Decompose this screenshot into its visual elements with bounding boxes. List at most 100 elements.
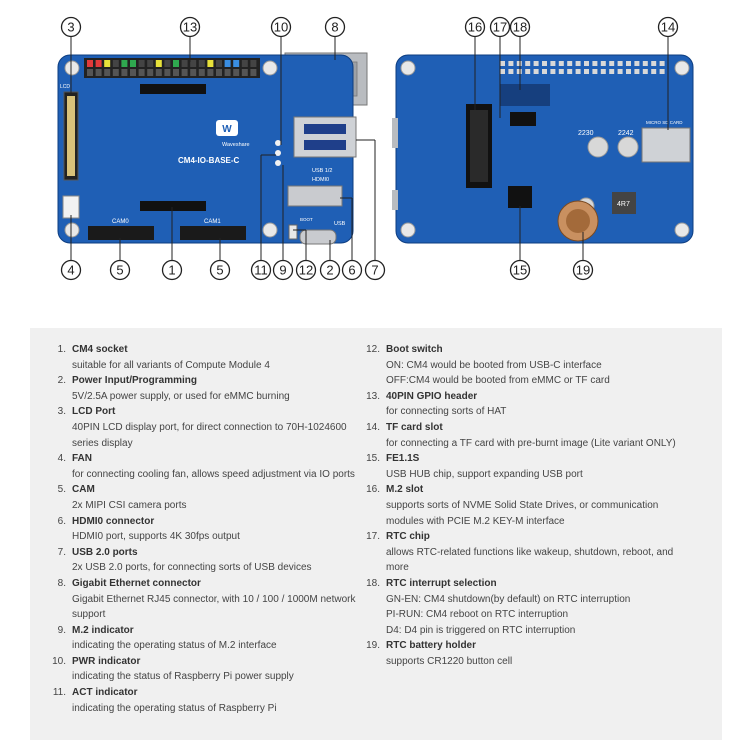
legend-description: more <box>386 562 409 574</box>
gpio-pin <box>155 69 162 76</box>
gpio-pin <box>95 69 102 76</box>
callout-5-cam0: 5 <box>116 263 123 278</box>
rtc-interrupt-jumpers <box>500 84 550 106</box>
header-pad <box>651 69 657 74</box>
cam1-connector <box>180 226 246 240</box>
silk-hdmi0: HDMI0 <box>312 177 329 183</box>
legend-title: Gigabit Ethernet connector <box>72 577 201 589</box>
header-pad <box>609 69 615 74</box>
silk-2242: 2242 <box>618 130 634 137</box>
legend-title: CAM <box>72 484 95 496</box>
callout-10: 10 <box>274 20 288 35</box>
header-pad <box>617 61 623 66</box>
waveshare-logo <box>216 120 238 136</box>
gpio-pin <box>155 60 162 67</box>
silk-model: CM4-IO-BASE-C <box>178 156 240 165</box>
legend-title: RTC battery holder <box>386 640 477 652</box>
legend-description: supports sorts of NVME Solid State Drive… <box>386 499 659 511</box>
back-board: 2230 2242 4R7 MICRO SD CARD <box>392 54 694 244</box>
gpio-pin <box>241 69 248 76</box>
silk-cam0: CAM0 <box>112 219 129 225</box>
legend-description: GN-EN: CM4 shutdown(by default) on RTC i… <box>386 593 631 605</box>
fan-connector <box>62 195 80 219</box>
header-pad <box>567 69 573 74</box>
header-pad <box>508 61 514 66</box>
legend-title: M.2 indicator <box>72 624 134 636</box>
header-pad <box>516 69 522 74</box>
header-pad <box>592 69 598 74</box>
gpio-pin <box>173 69 179 76</box>
gpio-pin <box>181 69 188 76</box>
header-pad <box>634 69 640 74</box>
header-pad <box>575 69 581 74</box>
gpio-pin <box>87 60 93 67</box>
legend-title: RTC interrupt selection <box>386 577 497 589</box>
legend-number: 5. <box>57 484 66 496</box>
svg-text:W: W <box>222 124 232 135</box>
usb-ports <box>293 116 357 158</box>
gpio-pin <box>233 69 240 76</box>
silk-sd: MICRO SD CARD <box>646 120 683 125</box>
gpio-pin <box>147 60 154 67</box>
callout-2: 2 <box>326 263 333 278</box>
inductor <box>612 192 636 214</box>
legend-title: FAN <box>72 453 92 465</box>
silk-usb: USB <box>334 221 346 227</box>
callout-4: 4 <box>67 263 74 278</box>
gpio-pin <box>87 69 93 76</box>
callout-3: 3 <box>67 20 74 35</box>
header-pad <box>567 61 573 66</box>
legend-title: HDMI0 connector <box>72 515 155 527</box>
legend-title: CM4 socket <box>72 344 128 355</box>
legend-title: USB 2.0 ports <box>72 546 138 558</box>
legend-description: indicating the status of Raspberry Pi po… <box>72 671 294 683</box>
legend-number: 16. <box>366 484 380 496</box>
header-pad <box>558 69 564 74</box>
header-pad <box>533 69 539 74</box>
gpio-pin <box>104 60 111 67</box>
header-pad <box>651 61 657 66</box>
header-pad <box>642 61 648 66</box>
legend-number: 6. <box>57 515 66 527</box>
gpio-pin <box>138 60 145 67</box>
m2-standoff-2242 <box>617 136 639 158</box>
gpio-pin <box>112 60 119 67</box>
legend-description: for connecting cooling fan, allows speed… <box>72 468 355 480</box>
gpio-pin <box>104 69 111 76</box>
header-pad <box>600 69 606 74</box>
legend-number: 15. <box>366 453 380 465</box>
header-pad <box>642 69 648 74</box>
legend-entry: 16. M.2 slot supports sorts of NVME Solid … <box>358 482 718 529</box>
gpio-pin <box>190 69 197 76</box>
header-pad <box>626 61 631 66</box>
gpio-pin <box>250 60 257 67</box>
header-pad <box>508 69 514 74</box>
gpio-pin <box>224 69 231 76</box>
callout-11: 11 <box>254 263 268 278</box>
usb-c-connector <box>299 229 337 245</box>
gpio-pin <box>241 60 248 67</box>
legend-title: M.2 slot <box>386 484 424 496</box>
legend-number: 17. <box>366 531 380 543</box>
legend-number: 13. <box>366 390 380 402</box>
legend-description: suitable for all variants of Compute Mod… <box>72 359 270 371</box>
header-pad <box>584 61 589 66</box>
gpio-pin <box>190 60 197 67</box>
gpio-pin <box>198 60 205 67</box>
legend-description: PI-RUN: CM4 reboot on RTC interruption <box>386 609 569 621</box>
legend-description: for connecting a TF card with pre-burnt … <box>386 437 676 449</box>
legend-description: indicating the operating status of M.2 i… <box>72 640 277 652</box>
callout-15: 15 <box>513 263 527 278</box>
silk-lcd: LCD <box>60 84 70 90</box>
gpio-pin <box>95 60 102 67</box>
